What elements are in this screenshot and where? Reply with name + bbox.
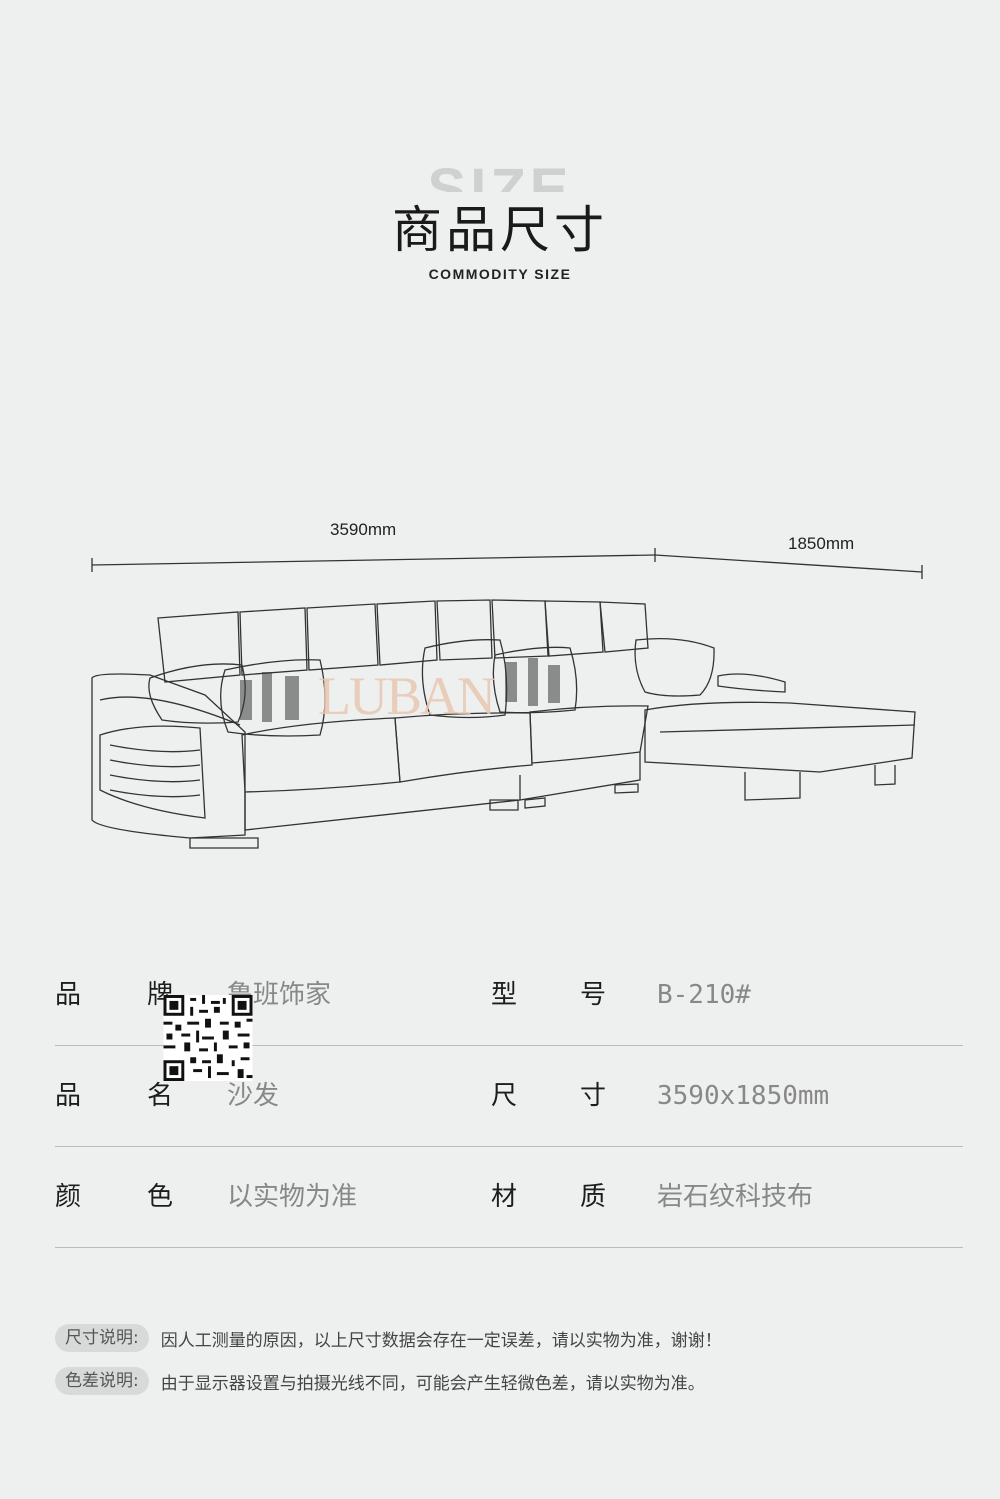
spec-value: 沙发: [227, 1081, 280, 1111]
page-title: 商品尺寸: [392, 201, 608, 259]
qr-code-icon: [163, 995, 253, 1081]
brand-watermark: LUBAN: [318, 666, 496, 726]
depth-dimension-label: 1850mm: [788, 534, 855, 553]
note-size: 尺寸说明: 因人工测量的原因，以上尺寸数据会存在一定误差，请以实物为准，谢谢！: [55, 1323, 963, 1353]
spec-value: 3590x1850mm: [657, 1081, 830, 1111]
length-dimension-label: 3590mm: [330, 520, 397, 539]
spec-table: 品 牌 鲁班饰家 型 号 B-210# 品 名 沙发 尺 寸 3590x1850…: [55, 945, 963, 1248]
spec-key: 号: [580, 980, 607, 1010]
spec-key: 尺: [491, 1081, 518, 1111]
spec-key: 色: [147, 1182, 174, 1212]
spec-value: 岩石纹科技布: [657, 1182, 814, 1212]
notes-section: 尺寸说明: 因人工测量的原因，以上尺寸数据会存在一定误差，请以实物为准，谢谢！ …: [55, 1323, 963, 1409]
spec-key: 材: [491, 1182, 518, 1212]
spec-key: 品: [55, 1081, 82, 1111]
spec-key: 名: [147, 1081, 174, 1111]
note-text: 因人工测量的原因，以上尺寸数据会存在一定误差，请以实物为准，谢谢！: [160, 1330, 722, 1351]
note-tag: 尺寸说明:: [55, 1324, 149, 1352]
sofa-drawing: 3590mm 1850mm LUBAN: [0, 500, 1000, 880]
sofa-sketch-icon: [91, 548, 923, 849]
spec-row: 颜 色 以实物为准 材 质 岩石纹科技布: [55, 1147, 963, 1248]
note-text: 由于显示器设置与拍摄光线不同，可能会产生轻微色差，请以实物为准。: [160, 1373, 705, 1394]
spec-key: 质: [580, 1182, 607, 1212]
spec-key: 型: [491, 980, 518, 1010]
size-background-text: SIZE: [427, 157, 573, 192]
spec-row: 品 名 沙发 尺 寸 3590x1850mm: [55, 1046, 963, 1147]
note-tag: 色差说明:: [55, 1367, 149, 1395]
spec-value: 以实物为准: [227, 1182, 358, 1212]
spec-key: 寸: [580, 1081, 607, 1111]
spec-value: B-210#: [657, 980, 751, 1010]
page-subtitle: COMMODITY SIZE: [428, 266, 572, 282]
note-color: 色差说明: 由于显示器设置与拍摄光线不同，可能会产生轻微色差，请以实物为准。: [55, 1366, 963, 1396]
spec-key: 颜: [55, 1182, 82, 1212]
spec-key: 品: [55, 980, 82, 1010]
